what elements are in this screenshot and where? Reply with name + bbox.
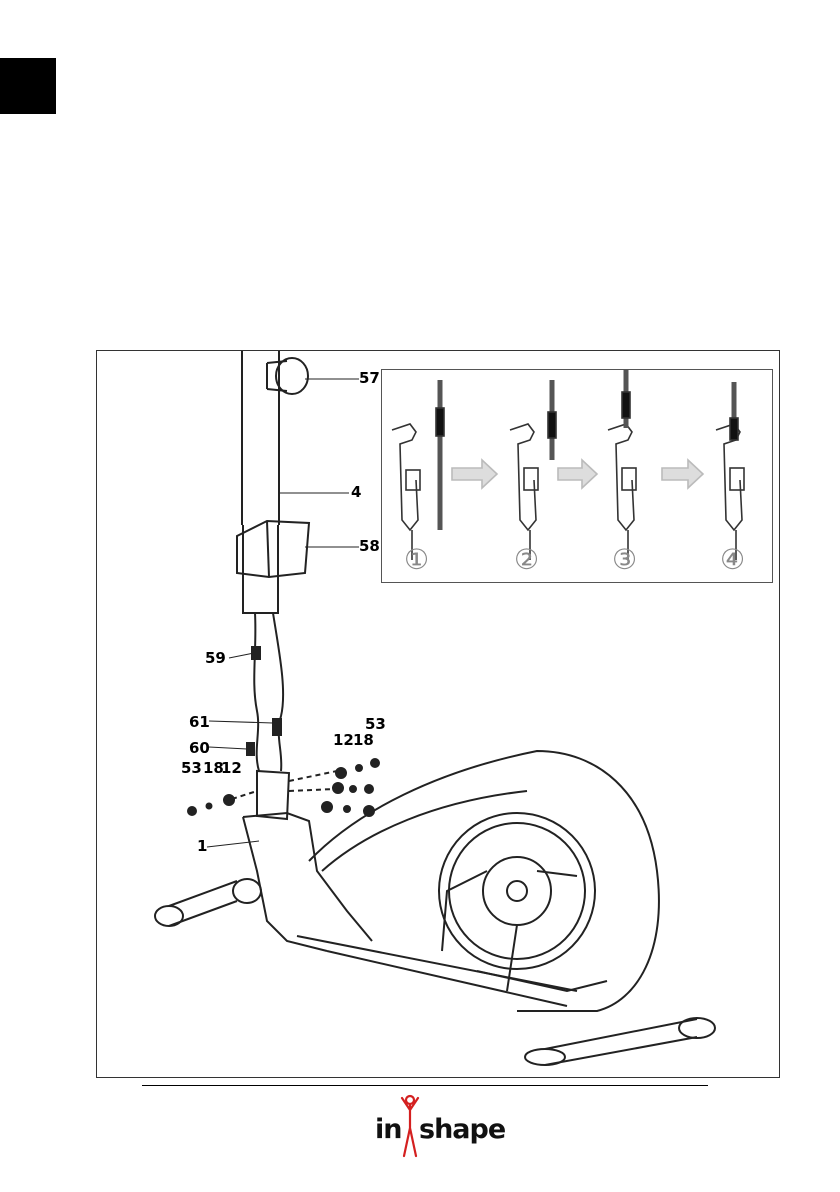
language-tab	[0, 58, 56, 114]
callout-60: 60	[189, 741, 210, 756]
step-3-label: ③	[612, 546, 637, 574]
callout-18-right: 18	[353, 733, 374, 748]
cable-connection-inset: ① ② ③ ④	[381, 369, 773, 583]
callout-12-right: 12	[333, 733, 354, 748]
callout-4: 4	[351, 485, 361, 500]
logo-word-shape: shape	[419, 1114, 505, 1145]
step-1-label: ①	[404, 546, 429, 574]
callout-1: 1	[197, 839, 207, 854]
footer-divider	[142, 1085, 708, 1086]
callout-61: 61	[189, 715, 210, 730]
callout-53-right: 53	[365, 717, 386, 732]
inshape-logo: in shape	[375, 1094, 515, 1162]
step-2-label: ②	[514, 546, 539, 574]
step-4-label: ④	[720, 546, 745, 574]
assembly-figure: ① ② ③ ④ 57 4 58 59 61 60 12 18 53 53 18 …	[96, 350, 780, 1078]
callout-12-left: 12	[221, 761, 242, 776]
cable-steps-drawing	[382, 370, 774, 584]
callout-53-left: 53	[181, 761, 202, 776]
callout-59: 59	[205, 651, 226, 666]
callout-58: 58	[359, 539, 380, 554]
callout-57: 57	[359, 371, 380, 386]
